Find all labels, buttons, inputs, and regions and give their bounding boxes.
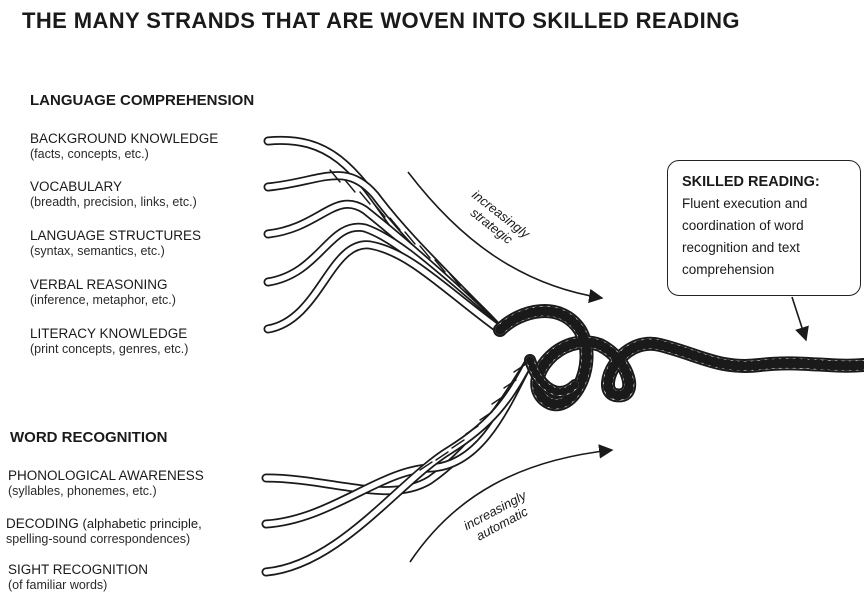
rope-strand-icon [266, 360, 530, 572]
language-strands-group [268, 140, 500, 330]
rope-strand-icon [266, 360, 530, 524]
callout-title: SKILLED READING: [682, 171, 850, 193]
callout-text: Fluent execution and coordination of wor… [682, 196, 807, 277]
callout-pointer-arrow [792, 297, 806, 340]
rope-strand-icon [268, 245, 500, 330]
skilled-reading-rope [500, 311, 864, 404]
word-strands-group [266, 360, 530, 572]
skilled-reading-callout: SKILLED READING: Fluent execution and co… [667, 160, 861, 296]
